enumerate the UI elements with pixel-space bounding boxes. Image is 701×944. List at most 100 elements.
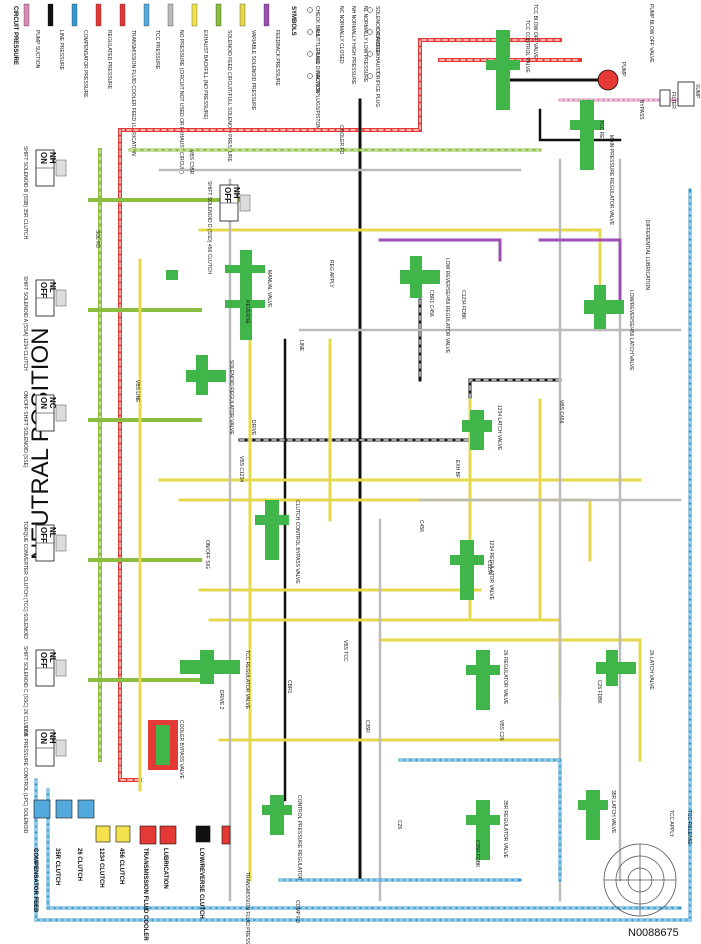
solenoid-state: OFF bbox=[39, 652, 48, 668]
line-label: CBR1 C456 bbox=[428, 290, 434, 317]
component-label: TCC APPLY bbox=[668, 810, 674, 838]
line-label: SOL FD bbox=[94, 230, 100, 248]
valve-label: TRANSMISSION FLUID PRESSURE SWITCH bbox=[244, 872, 250, 944]
solenoid-label: SHIFT SOLENOID B (SSB) 35R CLUTCH bbox=[22, 146, 28, 240]
line-label: ON/OFF SIG bbox=[204, 540, 210, 569]
control-pressure-regulator bbox=[262, 795, 292, 835]
line-label: CBR1 bbox=[286, 680, 292, 694]
symbol-icon bbox=[367, 7, 373, 13]
line-label: C1234 FDBK bbox=[460, 290, 466, 320]
1234-latch-valve bbox=[462, 410, 492, 450]
valve-label: MANUAL VALVE bbox=[266, 270, 272, 308]
line-label: DRIVE 2 bbox=[218, 690, 224, 710]
1234-regulator-valve bbox=[450, 540, 484, 600]
legend-item-label: NO PRESSURE (CIRCUIT NOT USED OR EXHAUST… bbox=[178, 30, 184, 174]
component-label: FILTER bbox=[670, 92, 676, 109]
component-label: SUMP bbox=[694, 84, 700, 99]
solenoid-pressure: NL bbox=[48, 527, 57, 538]
low-reverse-456-regulator-valve bbox=[400, 256, 440, 298]
symbol-icon bbox=[367, 73, 373, 79]
component-label: BYPASS bbox=[638, 100, 644, 120]
valve-labels: MANUAL VALVE SOLENOID REGULATOR VALVE LOW … bbox=[178, 4, 654, 944]
valve-label: 26 REGULATOR VALVE bbox=[502, 650, 508, 705]
valve-label: 35R REGULATOR VALVE bbox=[502, 800, 508, 859]
solenoid-label: LINE PRESSURE CONTROL (LPC) SOLENOID bbox=[22, 726, 28, 834]
legend-symbol-label: EXHAUST bbox=[374, 50, 380, 74]
valves bbox=[148, 30, 636, 860]
valve-label: PUMP BLOW OFF VALVE bbox=[648, 4, 654, 63]
valve-label: SOLENOID REGULATOR VALVE bbox=[228, 360, 234, 435]
line-label: COOLER FD bbox=[338, 125, 344, 155]
line-label: COMP FD bbox=[294, 900, 300, 923]
symbol-icon bbox=[307, 51, 313, 57]
legend-item-label: VARIABLE SOLENOID PRESSURE bbox=[250, 30, 256, 111]
solenoid-state: OFF bbox=[39, 527, 48, 543]
line-label: VBS C35R bbox=[188, 150, 194, 175]
solenoid-label: ON/OFF SHIFT SOLENOID (SSE) bbox=[22, 391, 28, 468]
doc-number: N0088675 bbox=[628, 927, 679, 939]
line-label: EXH BF bbox=[454, 460, 460, 478]
pump-icon bbox=[597, 69, 619, 91]
legend-swatch bbox=[95, 3, 102, 27]
solenoid-pressure: NL bbox=[48, 652, 57, 663]
solenoid-pressure: NH bbox=[48, 732, 57, 744]
valve-label: 26 LATCH VALVE bbox=[648, 650, 654, 690]
tcc-control-valve bbox=[486, 30, 520, 110]
solenoid-body-icon bbox=[55, 739, 67, 757]
solenoid-body-icon bbox=[55, 159, 67, 177]
legend-symbol-label: SOLENOID DAMPER bbox=[374, 6, 380, 55]
clutch-label: 456 CLUTCH bbox=[118, 848, 124, 884]
solenoid-state: OFF bbox=[223, 187, 232, 203]
solenoid-regulator-valve bbox=[186, 355, 226, 395]
line-label: VBS C26 bbox=[498, 720, 504, 741]
solenoid-pressure: NL bbox=[48, 282, 57, 293]
solenoid-body-icon bbox=[55, 659, 67, 677]
legend-symbol-label: CHECK BALL bbox=[314, 6, 320, 37]
symbol-icon bbox=[367, 29, 373, 35]
legend-symbol-label: FLUID DIRECTION bbox=[314, 50, 320, 94]
clutch-label: 35R CLUTCH bbox=[54, 848, 60, 885]
main-pressure-regulator-valve bbox=[570, 100, 604, 170]
clutch-control-bypass-valve bbox=[255, 500, 289, 560]
symbol-icon bbox=[307, 29, 313, 35]
solenoid-pressure: NH bbox=[48, 152, 57, 164]
solenoid-body-icon bbox=[55, 534, 67, 552]
clutch-label: COMPENSATOR FEED bbox=[32, 848, 38, 913]
35r-latch-valve bbox=[578, 790, 608, 840]
line-label: C26 bbox=[396, 820, 402, 829]
solenoid-label: SHIFT SOLENOID C (SSC) 26 CLUTCH bbox=[22, 646, 28, 737]
valve-label: LOW REVERSE/456 REGULATOR VALVE bbox=[444, 258, 450, 354]
26-regulator-valve bbox=[466, 650, 500, 710]
legend-header: CIRCUIT PRESSURE bbox=[12, 6, 18, 65]
valve-label: MAIN PRESSURE REGULATOR VALVE bbox=[608, 135, 614, 226]
legend-item-label: TRANSMISSION FLUID COOLER FEED LUBRICATI… bbox=[130, 30, 136, 156]
line-label: C26 FDBK bbox=[596, 680, 602, 705]
legend-item-label: COMPENSATOR PRESSURE bbox=[82, 30, 88, 98]
legend-swatch bbox=[239, 3, 246, 27]
legend-swatch bbox=[47, 3, 54, 27]
symbol-icon bbox=[367, 51, 373, 57]
component-label: DIFFERENTIAL LUBRICATION bbox=[644, 220, 650, 290]
solenoid-label: TORQUE CONVERTER CLUTCH (TCC) SOLENOID bbox=[22, 521, 28, 639]
legend-swatch bbox=[167, 3, 174, 27]
low-reverse-456-latch-valve bbox=[584, 285, 624, 329]
legend-symbol-label: SHUTTLE BALL bbox=[314, 28, 320, 65]
line-label: VBS LINE bbox=[134, 380, 140, 403]
clutch-label: LOW/REVERSE CLUTCH bbox=[198, 848, 204, 919]
clutch-label: 26 CLUTCH bbox=[76, 848, 82, 881]
manual-valve bbox=[166, 250, 265, 340]
legend-swatch bbox=[143, 3, 150, 27]
legend-item-label: EXHAUST BACKFILL (NO PRESSURE) bbox=[202, 30, 208, 120]
solenoid-body-icon bbox=[239, 194, 251, 212]
